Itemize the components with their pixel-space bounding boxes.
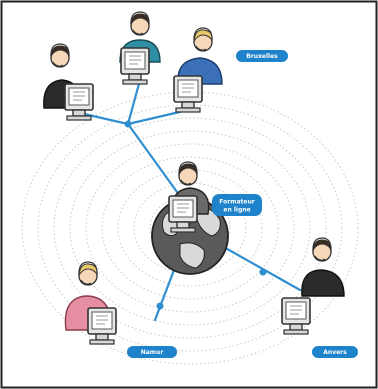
label-formateur-line2: en ligne <box>223 207 250 214</box>
label-anvers: Anvers <box>312 346 358 358</box>
bruxelles-group <box>43 11 223 121</box>
label-bruxelles: Bruxelles <box>236 50 288 62</box>
label-formateur-line1: Formateur <box>219 199 254 206</box>
trainer-person <box>168 161 210 233</box>
network-nodes <box>124 120 267 310</box>
label-bruxelles-text: Bruxelles <box>246 53 278 60</box>
anvers-person <box>281 237 345 335</box>
label-namur-text: Namur <box>141 349 164 356</box>
label-anvers-text: Anvers <box>323 349 347 356</box>
namur-person <box>64 261 117 345</box>
label-namur: Namur <box>127 346 177 358</box>
label-formateur: Formateur en ligne <box>212 194 262 216</box>
